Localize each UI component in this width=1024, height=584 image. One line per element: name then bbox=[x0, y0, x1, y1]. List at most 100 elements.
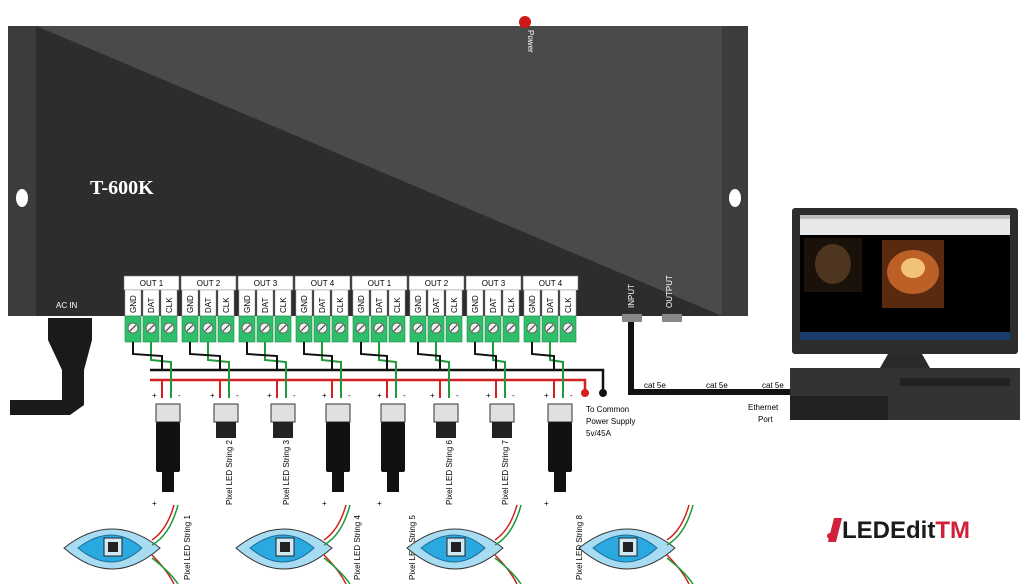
pixel-wire-green bbox=[151, 504, 179, 546]
power-negative-icon bbox=[599, 389, 607, 397]
pixel-string-6: +-Pixel LED String 6 bbox=[430, 391, 459, 505]
pixel-module-3 bbox=[406, 504, 522, 584]
plus-marker-lower: + bbox=[544, 499, 549, 508]
screw-slot-icon bbox=[507, 324, 515, 332]
connector-head bbox=[325, 403, 351, 423]
pin-label: GND bbox=[186, 295, 195, 313]
pixel-string-label: Pixel LED String 1 bbox=[183, 515, 192, 580]
screw-slot-icon bbox=[129, 324, 137, 332]
pixel-wire-out-red bbox=[494, 554, 518, 584]
pin-label: GND bbox=[243, 295, 252, 313]
input-port[interactable] bbox=[622, 314, 642, 322]
pin-label: GND bbox=[414, 295, 423, 313]
terminal-group-label: OUT 4 bbox=[539, 279, 563, 288]
plus-marker-lower: + bbox=[377, 499, 382, 508]
logo-text: LEDEditTM bbox=[842, 517, 970, 544]
pin-label: GND bbox=[129, 295, 138, 313]
pixel-module-1 bbox=[63, 504, 179, 584]
lededit-logo: LEDEditTM bbox=[827, 517, 970, 544]
ground-wire bbox=[474, 342, 497, 370]
window-titlebar bbox=[800, 215, 1010, 219]
pixel-string-label: Pixel LED String 7 bbox=[501, 440, 510, 505]
connector-tail bbox=[554, 472, 566, 492]
minus-marker: - bbox=[236, 391, 239, 400]
screw-slot-icon bbox=[564, 324, 572, 332]
data-wire bbox=[207, 342, 230, 398]
pixel-wire-out-green bbox=[151, 557, 179, 584]
cable-label-2: cat 5e bbox=[706, 381, 728, 390]
screw-slot-icon bbox=[300, 324, 308, 332]
ac-power-cord-icon bbox=[10, 318, 92, 415]
pixel-wire-green bbox=[323, 504, 351, 546]
screw-slot-icon bbox=[279, 324, 287, 332]
screw-slot-icon bbox=[243, 324, 251, 332]
controller-box: T-600K Power AC IN INPUT OUTPUT bbox=[8, 16, 748, 322]
screw-slot-icon bbox=[357, 324, 365, 332]
pin-label: CLK bbox=[564, 297, 573, 313]
mount-hole-right-icon bbox=[729, 189, 741, 207]
connector-body bbox=[381, 422, 405, 472]
connector-body bbox=[436, 422, 456, 438]
pixel-wire-out-red bbox=[666, 554, 690, 584]
power-bus-positive bbox=[150, 378, 587, 393]
pixel-string-label: Pixel LED String 6 bbox=[445, 440, 454, 505]
logo-dot-icon bbox=[827, 533, 833, 539]
pin-label: DAT bbox=[546, 297, 555, 313]
tower-front-panel bbox=[790, 396, 888, 420]
plus-marker-lower: + bbox=[322, 499, 327, 508]
pixel-wire-out-red bbox=[323, 554, 347, 584]
data-wire bbox=[264, 342, 287, 398]
connector-tail bbox=[162, 472, 174, 492]
pin-label: CLK bbox=[450, 297, 459, 313]
terminal-group-label: OUT 2 bbox=[197, 279, 221, 288]
screw-slot-icon bbox=[147, 324, 155, 332]
model-label: T-600K bbox=[90, 177, 154, 199]
minus-marker: - bbox=[178, 391, 181, 400]
connector-head bbox=[547, 403, 573, 423]
pin-label: GND bbox=[357, 295, 366, 313]
power-supply-line1: To Common bbox=[586, 405, 629, 414]
pin-label: CLK bbox=[222, 297, 231, 313]
monitor-stand bbox=[880, 354, 930, 368]
pixel-module-2 bbox=[235, 504, 351, 584]
pixel-wire-red bbox=[323, 504, 347, 541]
software-toolbar bbox=[800, 215, 1010, 235]
screw-slot-icon bbox=[165, 324, 173, 332]
ac-plug bbox=[10, 318, 92, 415]
pixel-chip-core bbox=[108, 542, 118, 552]
output-port[interactable] bbox=[662, 314, 682, 322]
taskbar bbox=[800, 332, 1010, 340]
screw-slot-icon bbox=[528, 324, 536, 332]
pin-label: CLK bbox=[165, 297, 174, 313]
pixel-wire-red bbox=[151, 504, 175, 541]
ground-wire bbox=[246, 342, 278, 370]
minus-marker: - bbox=[570, 391, 573, 400]
plus-marker: + bbox=[267, 391, 272, 400]
pixel-string-8: +-+Pixel LED String 8 bbox=[544, 391, 584, 580]
logo-suffix: TM bbox=[935, 517, 970, 544]
connector-body bbox=[156, 422, 180, 472]
screw-slot-icon bbox=[489, 324, 497, 332]
power-led-icon bbox=[519, 16, 531, 28]
ethernet-port-line1: Ethernet bbox=[748, 403, 779, 412]
computer bbox=[790, 208, 1020, 420]
pin-label: DAT bbox=[204, 297, 213, 313]
screw-slot-icon bbox=[318, 324, 326, 332]
ground-wire bbox=[303, 342, 333, 370]
connector-body bbox=[492, 422, 512, 438]
cable-label-3: cat 5e bbox=[762, 381, 784, 390]
screw-slot-icon bbox=[204, 324, 212, 332]
mount-hole-left-icon bbox=[16, 189, 28, 207]
pixel-string-7: +-Pixel LED String 7 bbox=[486, 391, 515, 505]
connector-head bbox=[489, 403, 515, 423]
pixel-string-3: +-Pixel LED String 3 bbox=[267, 391, 296, 505]
pixel-chip-core bbox=[623, 542, 633, 552]
pixel-chip-core bbox=[451, 542, 461, 552]
power-supply-line2: Power Supply bbox=[586, 417, 635, 426]
connector-head bbox=[433, 403, 459, 423]
connector-tail bbox=[332, 472, 344, 492]
